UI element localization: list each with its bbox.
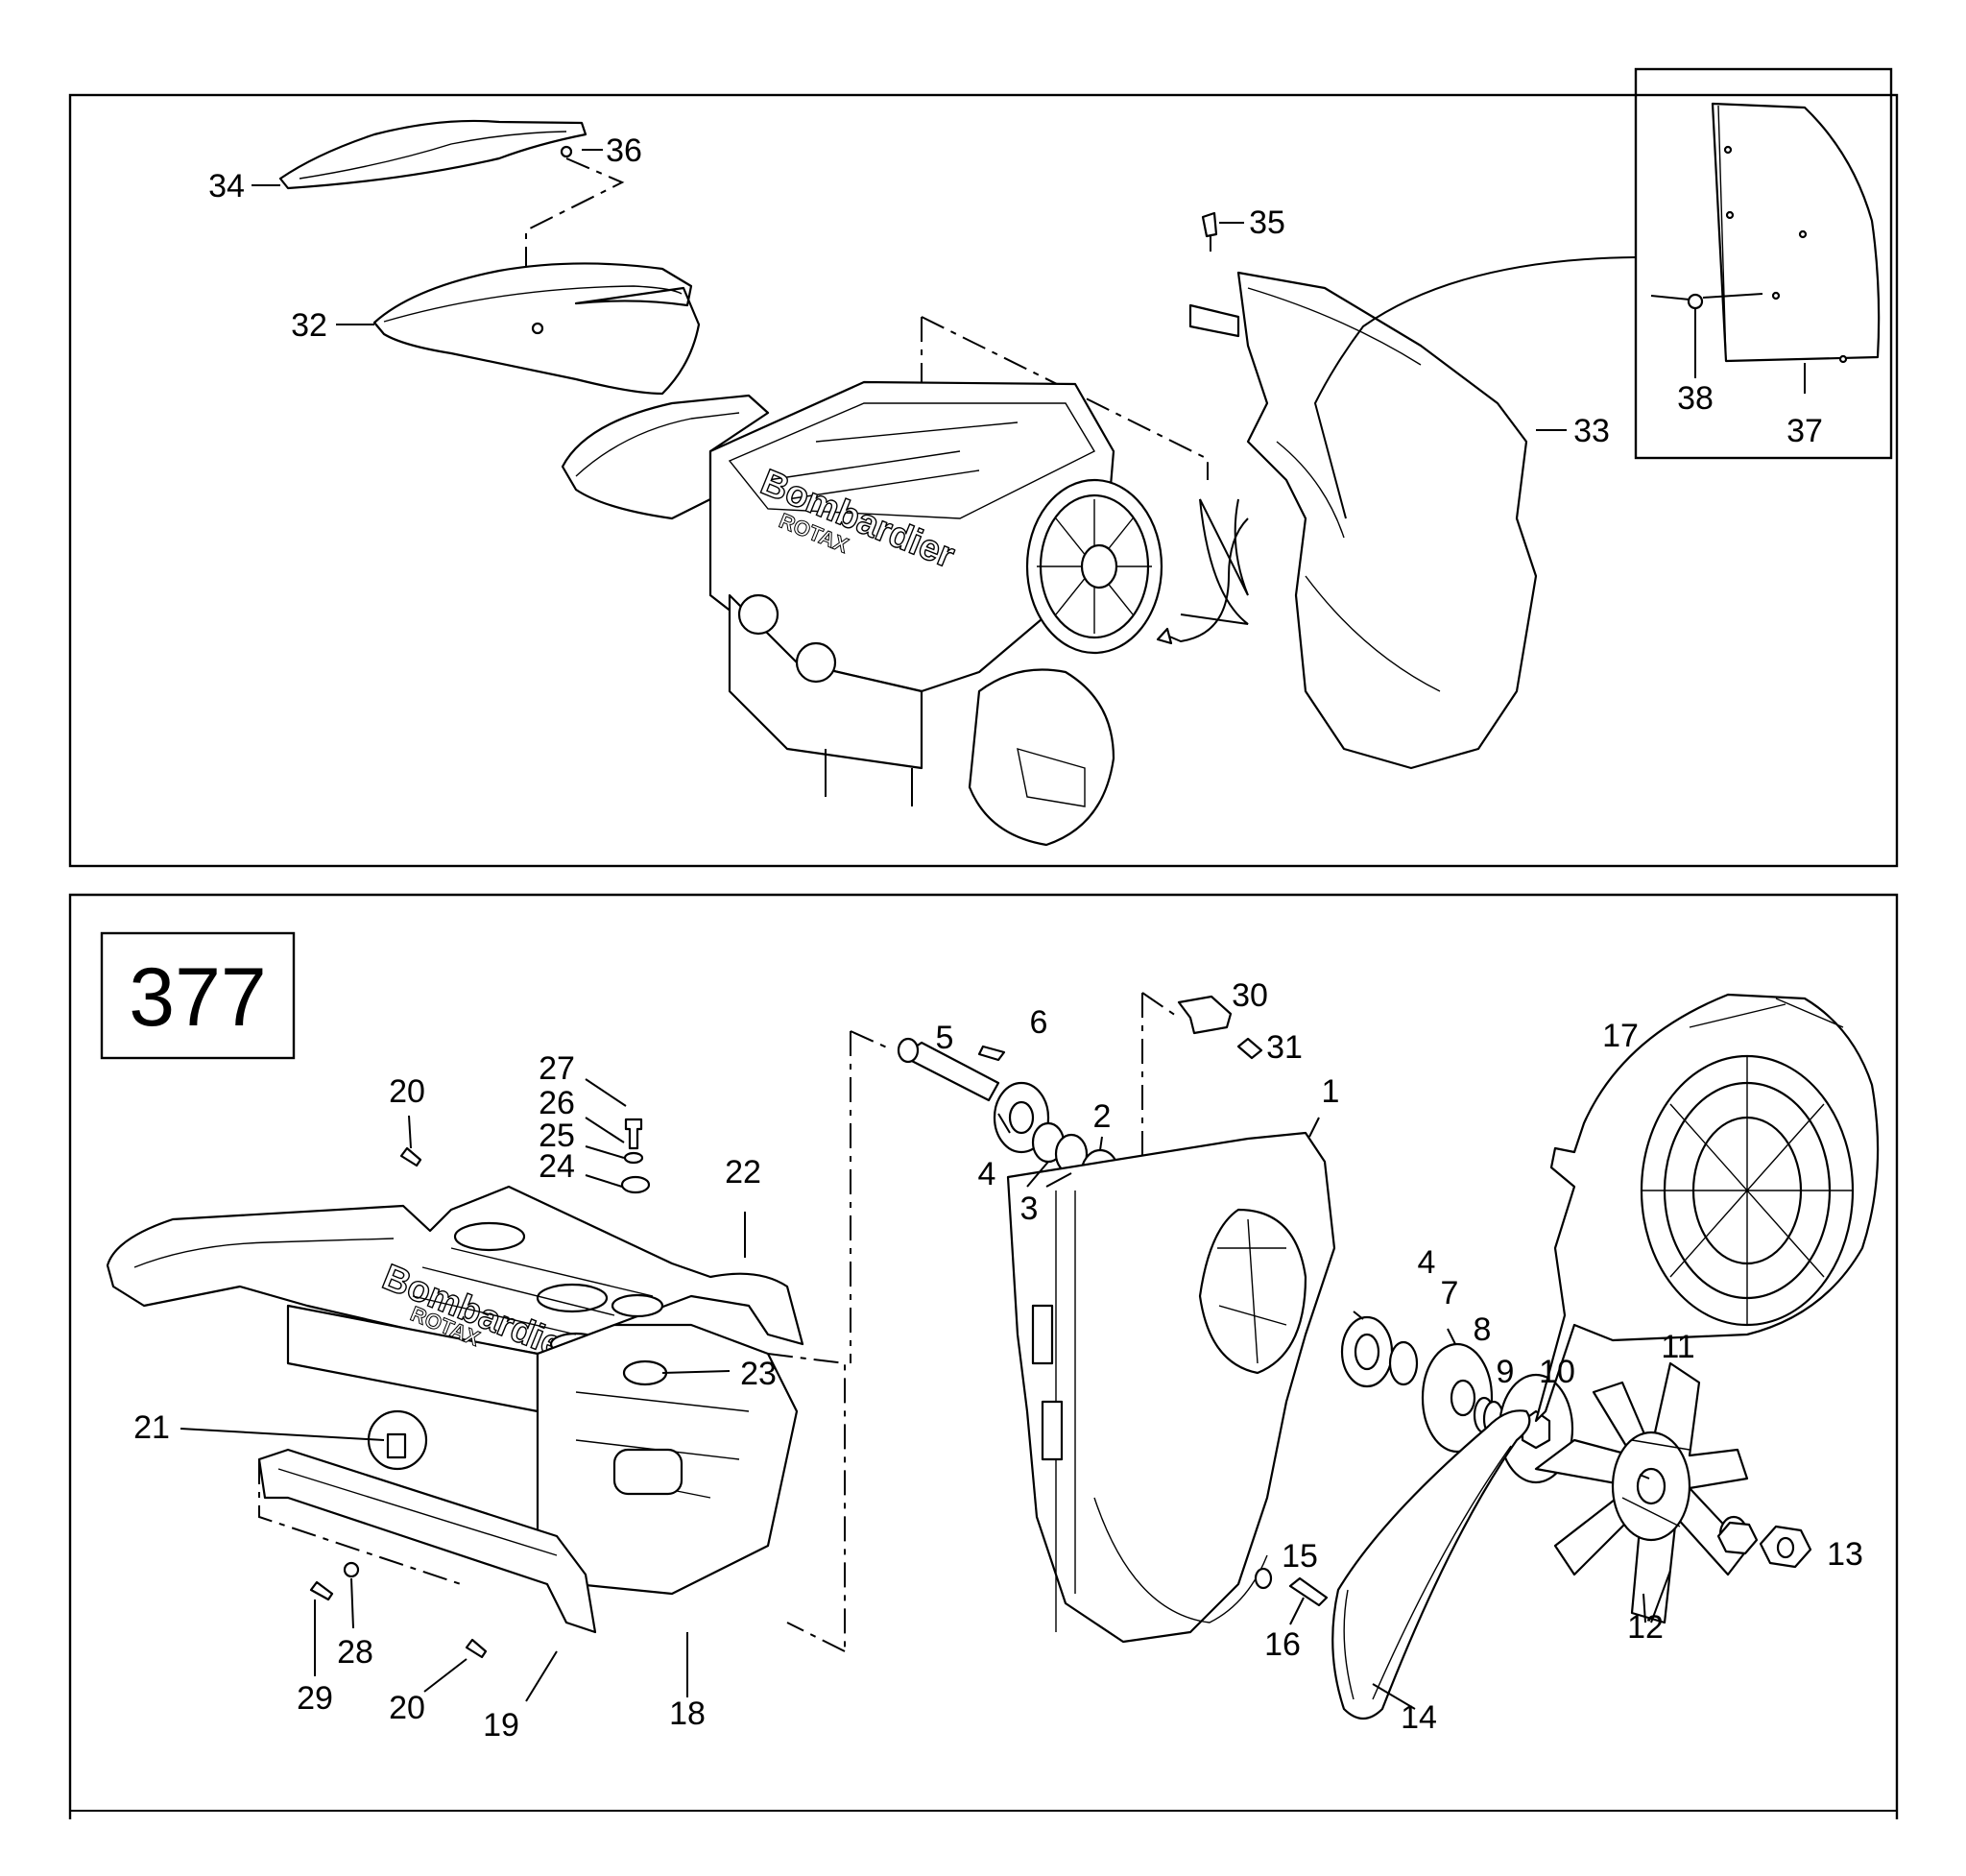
part-38-fastener (1687, 293, 1704, 310)
callout-9: 9 (1497, 1354, 1515, 1390)
engine-intake-tray (561, 394, 770, 520)
part-20-screw-lower (465, 1638, 488, 1659)
callout-22: 22 (725, 1154, 761, 1191)
figure-number-box (100, 931, 296, 1060)
part-23-grommet (622, 1359, 668, 1386)
callout-28: 28 (337, 1634, 373, 1671)
callout-33: 33 (1573, 413, 1610, 449)
callout-12: 12 (1627, 1609, 1664, 1646)
callout-23: 23 (740, 1356, 777, 1392)
callout-24: 24 (539, 1148, 575, 1185)
callout-20-upper: 20 (389, 1073, 425, 1110)
callout-2: 2 (1093, 1098, 1112, 1135)
callout-31: 31 (1266, 1029, 1303, 1066)
part-16-bolt (1288, 1576, 1329, 1607)
callout-29: 29 (297, 1680, 333, 1717)
callout-14: 14 (1401, 1699, 1437, 1736)
callout-20-lower: 20 (389, 1690, 425, 1726)
part-14-belt (1331, 1409, 1531, 1720)
callout-13: 13 (1827, 1536, 1863, 1573)
part-7-washer (1388, 1340, 1419, 1386)
callout-6: 6 (1030, 1004, 1048, 1041)
callout-8: 8 (1474, 1311, 1492, 1348)
part-30-clip (1177, 995, 1233, 1035)
callout-10: 10 (1539, 1354, 1575, 1390)
part-11-fan (1534, 1361, 1749, 1624)
engine-assembly-top: Bombardier ROTAX (561, 380, 1163, 847)
part-15-washer (1254, 1567, 1273, 1590)
part-17-fan-housing (1534, 993, 1880, 1423)
inset-detail-frame (1634, 67, 1893, 460)
part-26-washer (623, 1151, 644, 1165)
callout-7: 7 (1441, 1275, 1459, 1311)
part-19-bracket (257, 1448, 597, 1634)
part-33-fan-housing (1236, 271, 1538, 770)
callout-16: 16 (1264, 1626, 1301, 1663)
part-6-key (977, 1045, 1006, 1062)
part-20-screw-upper (399, 1146, 422, 1167)
part-22-shroud: Bombardier ROTAX (106, 1185, 804, 1413)
callout-17: 17 (1602, 1018, 1639, 1054)
part-24-grommet (620, 1175, 651, 1194)
callout-34: 34 (208, 168, 245, 204)
callout-36: 36 (606, 132, 642, 169)
callout-21: 21 (133, 1409, 170, 1446)
callout-18: 18 (669, 1696, 706, 1732)
part-37-baffle (1711, 102, 1881, 363)
figure-number: 377 (129, 951, 267, 1044)
callout-38: 38 (1677, 380, 1714, 417)
callout-19: 19 (483, 1707, 519, 1744)
part-29-screw (309, 1580, 334, 1601)
callout-32: 32 (291, 307, 327, 344)
callout-35: 35 (1249, 204, 1285, 241)
callout-26: 26 (539, 1085, 575, 1121)
callout-3: 3 (1020, 1191, 1039, 1227)
part-33-bracket (1188, 303, 1240, 338)
callout-37: 37 (1786, 413, 1823, 449)
callout-4-left: 4 (978, 1156, 996, 1192)
part-27-bolt (624, 1118, 643, 1150)
callout-25: 25 (539, 1118, 575, 1154)
callout-5: 5 (936, 1020, 954, 1056)
callout-15: 15 (1282, 1538, 1318, 1575)
part-35-bolt (1201, 211, 1218, 238)
callout-4-right: 4 (1418, 1244, 1436, 1281)
top-panel-frame (68, 93, 1899, 868)
callout-11: 11 (1661, 1329, 1694, 1365)
engine-magneto-cover (968, 668, 1115, 847)
part-1-housing (1006, 1131, 1336, 1644)
part-36-screw (560, 145, 573, 158)
part-28-washer (343, 1561, 360, 1578)
part-31-screw (1236, 1037, 1263, 1060)
callout-27: 27 (539, 1050, 575, 1087)
callout-1: 1 (1322, 1073, 1340, 1110)
bottom-panel-frame (68, 893, 1899, 1819)
callout-30: 30 (1232, 977, 1268, 1014)
part-34-cover (278, 119, 587, 190)
